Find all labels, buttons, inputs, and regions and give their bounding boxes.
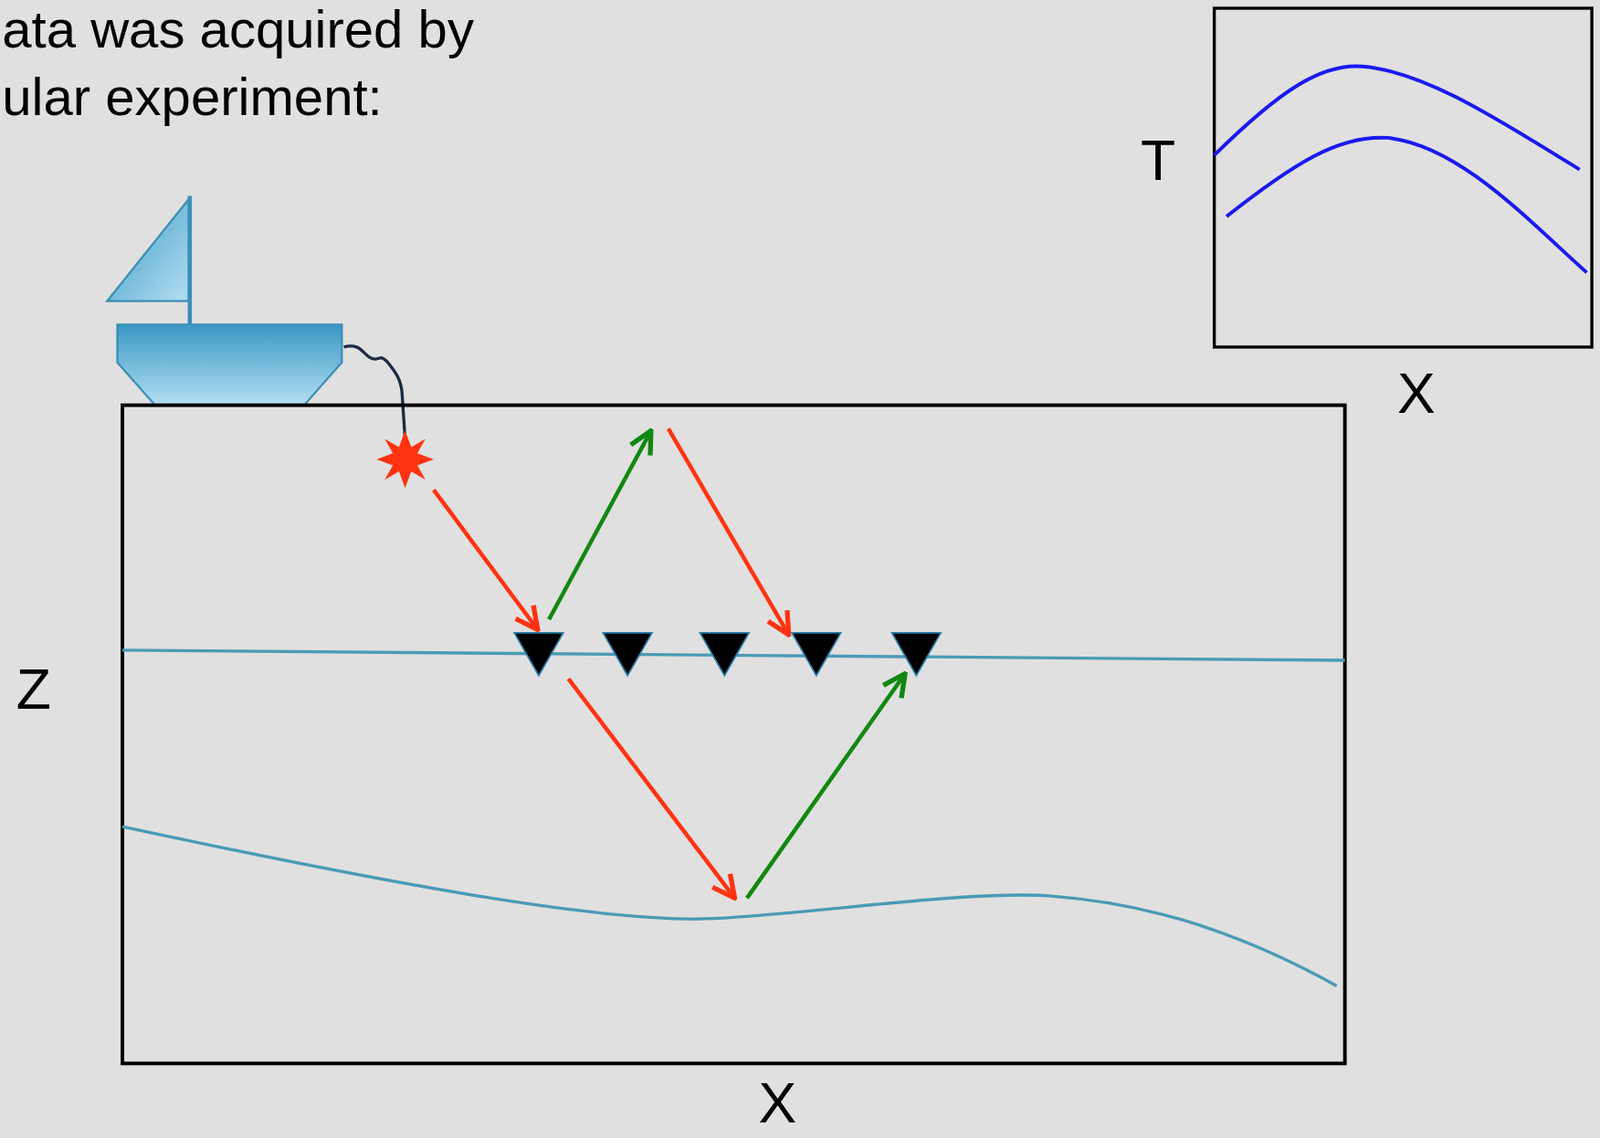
plot-frame — [1214, 8, 1592, 348]
receiver-triangle — [791, 632, 842, 676]
ray-down — [568, 678, 735, 898]
ray-up — [548, 431, 652, 621]
ray-up — [747, 673, 906, 899]
time-plot — [1214, 8, 1592, 348]
axis-label: X — [1397, 361, 1436, 425]
receiver-triangle — [892, 632, 942, 676]
receiver-triangle — [700, 632, 750, 676]
source-cable — [344, 346, 406, 440]
receivers — [514, 632, 941, 676]
heading-fragment: ata was acquired by — [1, 0, 474, 59]
source-star — [376, 431, 434, 489]
receiver-triangle — [514, 632, 564, 676]
event-curve — [1226, 137, 1587, 274]
boat — [106, 196, 405, 440]
receiver-triangle — [602, 632, 653, 676]
hull — [116, 324, 342, 405]
axis-label: T — [1140, 128, 1176, 192]
mast — [188, 196, 192, 327]
event-curve — [1214, 65, 1580, 169]
heading-fragment: ular experiment: — [1, 67, 383, 127]
ray-down — [433, 489, 538, 630]
reflector — [122, 826, 1337, 986]
model-frame — [122, 405, 1346, 1064]
axis-label: Z — [16, 657, 52, 721]
sail — [106, 199, 189, 302]
axis-label: X — [758, 1071, 798, 1135]
ray-down — [668, 428, 790, 635]
